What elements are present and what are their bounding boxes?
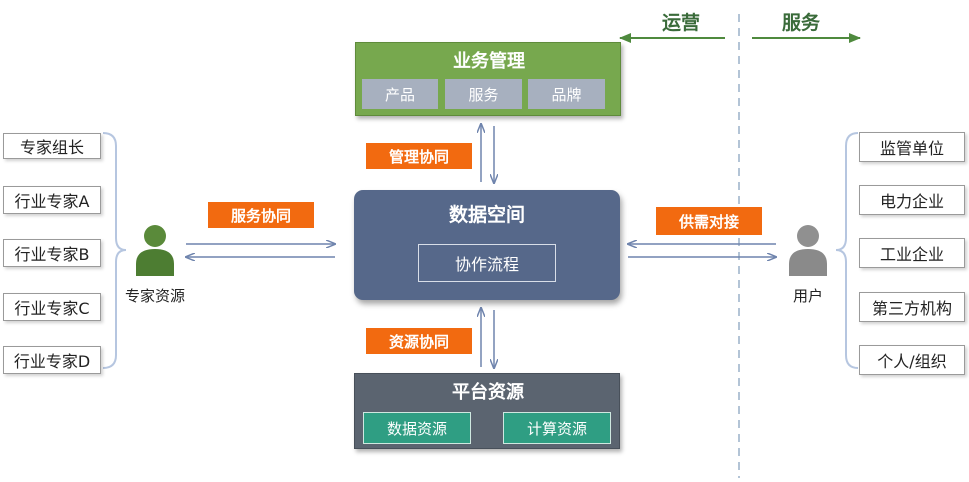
user-person-icon xyxy=(789,225,827,276)
supply-demand-label: 供需对接 xyxy=(656,207,762,235)
user-item-regulator: 监管单位 xyxy=(859,132,965,162)
expert-resource-label: 专家资源 xyxy=(124,286,185,305)
data-resource-item: 数据资源 xyxy=(363,412,471,444)
product-item: 产品 xyxy=(362,79,438,109)
expert-person-icon xyxy=(136,225,174,276)
business-management-panel: 业务管理 产品 服务 品牌 xyxy=(355,42,621,116)
data-space-title: 数据空间 xyxy=(448,203,525,226)
expert-item-a: 行业专家A xyxy=(3,186,101,214)
platform-resource-panel: 平台资源 数据资源 计算资源 xyxy=(354,373,620,449)
service-label: 服务 xyxy=(781,11,820,34)
expert-item-b: 行业专家B xyxy=(3,239,101,267)
user-item-third-party: 第三方机构 xyxy=(859,292,965,322)
expert-bracket xyxy=(102,132,127,369)
management-sync-label: 管理协同 xyxy=(366,143,472,169)
expert-item-d: 行业专家D xyxy=(3,346,101,374)
expert-item-c: 行业专家C xyxy=(3,293,101,321)
service-sync-label: 服务协同 xyxy=(208,202,314,228)
service-item: 服务 xyxy=(445,79,522,109)
platform-resource-title: 平台资源 xyxy=(452,382,524,403)
user-item-power: 电力企业 xyxy=(859,185,965,215)
brand-item: 品牌 xyxy=(528,79,605,109)
user-item-industry: 工业企业 xyxy=(859,238,965,268)
user-label: 用户 xyxy=(792,286,823,305)
resource-sync-label: 资源协同 xyxy=(366,328,472,354)
compute-resource-item: 计算资源 xyxy=(503,412,611,444)
data-space-panel: 数据空间 协作流程 xyxy=(354,190,620,300)
business-management-title: 业务管理 xyxy=(453,51,525,72)
expert-item-leader: 专家组长 xyxy=(3,133,101,159)
user-item-individual: 个人/组织 xyxy=(859,345,965,375)
collaboration-flow-box: 协作流程 xyxy=(418,244,556,282)
operation-label: 运营 xyxy=(661,11,700,34)
user-bracket xyxy=(835,132,859,369)
